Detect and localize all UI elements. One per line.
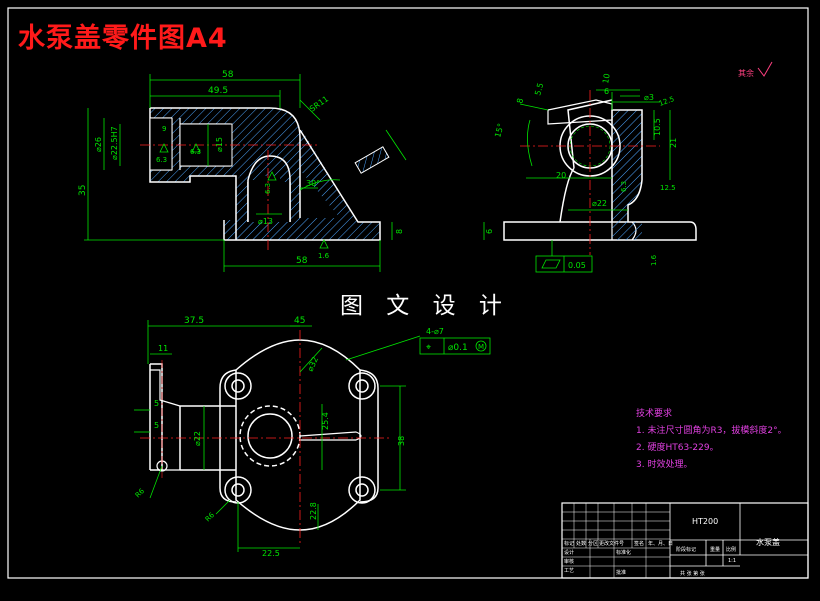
tb-material: HT200	[692, 517, 718, 526]
tb-label-weight: 重量	[710, 546, 720, 553]
tb-label-standardize: 标准化	[616, 549, 631, 556]
side-dim-10-5: 10.5	[653, 118, 662, 136]
side-dim-10: 10	[601, 73, 612, 85]
top-position-tol: ⌀0.1	[448, 343, 468, 353]
dim-d13: ⌀13	[258, 217, 273, 226]
tech-req-item-1: 1. 未注尺寸圆角为R3，拔模斜度2°。	[636, 426, 787, 436]
tech-req-item-3: 3. 时效处理。	[636, 460, 693, 470]
side-dim-d22: ⌀22	[592, 199, 607, 208]
dim-angle-30: 30°	[306, 179, 320, 188]
top-dim-r6a: R6	[134, 487, 147, 500]
side-dim-21: 21	[669, 138, 678, 148]
dim-d26: ⌀26	[94, 137, 103, 152]
tb-label-zone: 分区	[588, 540, 598, 547]
top-dim-5b: 5	[154, 399, 159, 408]
tb-part-name: 水泵盖	[756, 537, 780, 547]
roughness-6-3-b: 6.3	[190, 148, 201, 156]
technical-requirements: 技术要求 1. 未注尺寸圆角为R3，拔模斜度2°。 2. 硬度HT63-229。…	[636, 406, 787, 474]
tb-label-sheets: 共 张 第 张	[680, 570, 705, 577]
tb-label-change-doc: 更改文件号	[599, 540, 624, 547]
side-roughness-12-5-a: 12.5	[658, 95, 675, 108]
roughness-6-3-a: 6.3	[156, 156, 167, 164]
side-dim-6b: 6	[485, 229, 494, 234]
side-view: 10 6 ⌀3 8 5.5 15° 12.5 10.5 21 20 ⌀22 6 …	[483, 73, 697, 273]
dim-8: 8	[395, 229, 404, 234]
sheet-border	[7, 7, 809, 579]
front-view: 58 49.5 SR11 ⌀26 ⌀22.5H7 ⌀15 ⌀13 35 8 58…	[78, 70, 407, 272]
title-block	[561, 502, 809, 579]
top-dim-5a: 5	[154, 421, 159, 430]
side-dim-6: 6	[604, 87, 609, 96]
drawing-title: 水泵盖零件图A4	[18, 23, 228, 54]
position-symbol-icon: ⌖	[426, 343, 431, 353]
top-dim-r6b: R6	[204, 511, 217, 524]
roughness-symbol	[757, 61, 773, 77]
top-dim-22-8: 22.8	[309, 502, 318, 520]
tb-label-review: 审核	[564, 558, 574, 565]
roughness-1-6: 1.6	[318, 252, 330, 260]
dim-49-5: 49.5	[208, 86, 228, 96]
roughness-6-3-c: 6.3	[264, 183, 272, 194]
dim-58-bottom: 58	[296, 256, 308, 266]
tb-label-approve: 批准	[616, 569, 626, 576]
tb-label-design: 设计	[564, 549, 574, 556]
tech-req-item-2: 2. 硬度HT63-229。	[636, 443, 719, 453]
top-dim-d32: ⌀32	[306, 355, 320, 372]
side-roughness-12-5-b: 12.5	[660, 184, 676, 192]
tb-label-process: 工艺	[564, 568, 574, 574]
top-view: 37.5 45 11 5 5 ⌀22 ⌀32 25.4 38 22.5 22.8…	[134, 316, 491, 558]
top-dim-11: 11	[158, 344, 168, 353]
dim-d15: ⌀15	[215, 137, 224, 152]
tb-label-date: 年、月、日	[648, 540, 673, 547]
top-dim-d22: ⌀22	[193, 431, 202, 446]
tb-scale-value: 1:1	[728, 558, 736, 564]
tb-label-count: 处数	[576, 540, 586, 547]
side-roughness-6-3: 6.3	[620, 181, 628, 192]
tb-label-sign: 签名	[634, 540, 644, 547]
side-dim-5-5: 5.5	[533, 82, 545, 97]
tech-req-heading: 技术要求	[636, 409, 673, 419]
top-dim-25-4: 25.4	[321, 412, 330, 430]
side-dim-d3: ⌀3	[644, 93, 654, 102]
dim-sr11: SR11	[308, 94, 330, 113]
side-angle-15: 15°	[493, 122, 505, 138]
surface-note: 其余	[738, 68, 754, 78]
mmc-modifier: M	[478, 343, 484, 351]
dim-d22h7: ⌀22.5H7	[110, 126, 119, 160]
side-roughness-1-6: 1.6	[650, 254, 658, 266]
tb-label-stage-mark: 阶段标记	[676, 546, 696, 553]
side-dim-20: 20	[556, 171, 566, 180]
top-dim-45: 45	[294, 316, 305, 326]
tb-label-scale: 比例	[726, 546, 736, 553]
side-dim-8: 8	[515, 97, 525, 104]
dim-58-top: 58	[222, 70, 234, 80]
dim-35: 35	[78, 185, 88, 196]
top-holes: 4-⌀7	[426, 327, 444, 336]
top-dim-22-5: 22.5	[262, 549, 280, 558]
top-dim-37-5: 37.5	[184, 316, 204, 326]
top-dim-38: 38	[397, 436, 406, 446]
dim-9: 9	[162, 125, 166, 133]
tb-label-mark: 标记	[564, 540, 574, 547]
center-caption: 图 文 设 计	[340, 293, 510, 319]
side-flatness: 0.05	[568, 261, 586, 270]
